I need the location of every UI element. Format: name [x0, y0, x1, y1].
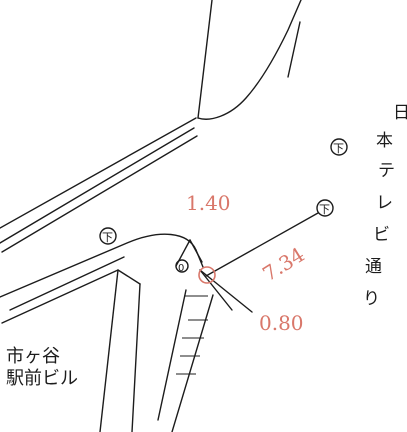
measurement-line — [205, 212, 319, 277]
subway-symbol-line-end: 下 — [316, 199, 334, 217]
subway-symbol-upper-right-label: 下 — [333, 142, 344, 155]
upper-building-outline — [197, 0, 302, 120]
diagonal-measurement: 7.34 — [258, 242, 308, 286]
building-label: 市ヶ谷 駅前ビル — [6, 346, 78, 389]
upper-road — [0, 117, 198, 253]
street-char-3: テ — [378, 161, 395, 181]
building-label-line1: 市ヶ谷 — [6, 346, 60, 367]
street-char-4: レ — [376, 193, 393, 213]
building-label-line2: 駅前ビル — [6, 368, 78, 389]
subway-symbol-line-end-label: 下 — [319, 203, 330, 216]
street-name: 日 本 テ レ ビ 通 り — [363, 103, 407, 309]
pole-marker — [198, 266, 216, 284]
width-measurement: 0.80 — [259, 311, 304, 335]
street-char-5: ビ — [373, 225, 390, 245]
street-char-1: 日 — [393, 103, 407, 123]
small-marker: 0 — [175, 259, 189, 274]
street-char-7: り — [363, 289, 380, 309]
street-char-6: 通 — [365, 257, 382, 277]
height-measurement: 1.40 — [186, 191, 231, 215]
street-char-2: 本 — [376, 131, 393, 151]
sidewalk-strip — [157, 289, 214, 432]
small-marker-label: 0 — [178, 263, 184, 274]
corner-annotation — [175, 239, 253, 313]
subway-symbol-left-label: 下 — [102, 231, 113, 244]
lower-road — [0, 233, 204, 432]
subway-symbol-left: 下 — [99, 227, 117, 245]
subway-symbol-upper-right: 下 — [330, 138, 348, 156]
